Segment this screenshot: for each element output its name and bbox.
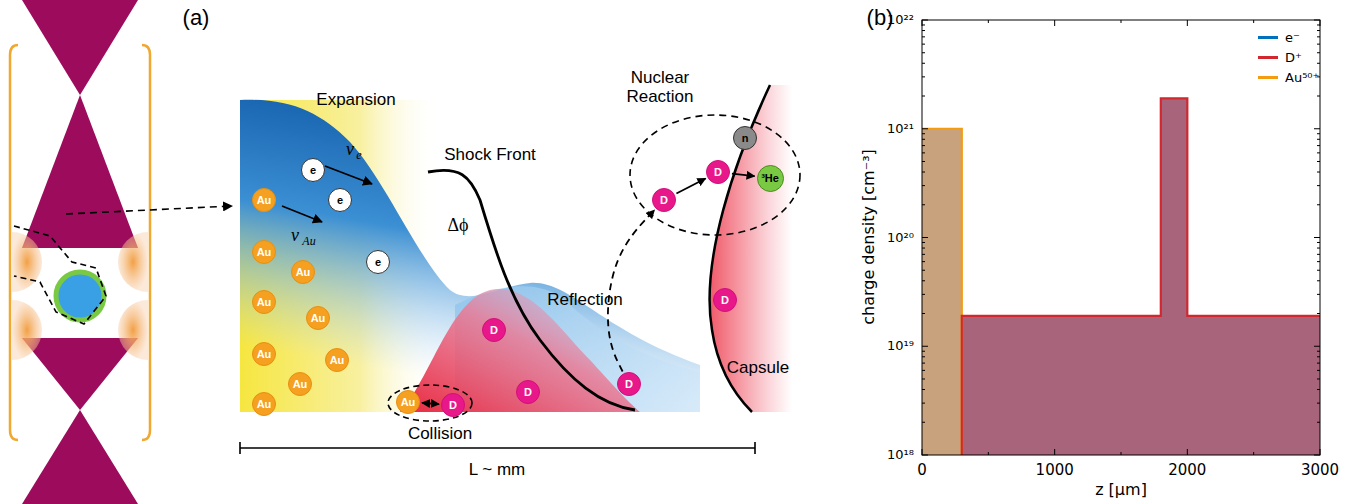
particle-label: Au <box>257 297 272 308</box>
particle-label: Au <box>311 313 326 324</box>
annotation-label: charge density [cm⁻³] <box>860 149 878 325</box>
particle-label: D <box>660 195 668 206</box>
annotation-label: Collision <box>408 425 472 444</box>
annotation-label: z [μm] <box>1095 481 1147 499</box>
particle-label: Au <box>401 397 416 408</box>
particle-label: Au <box>257 247 272 258</box>
reaction-arrow <box>676 178 705 193</box>
particle-label: D <box>721 295 729 306</box>
reaction-arrow <box>422 403 439 404</box>
particle-label: D <box>625 379 633 390</box>
annotation-label: Δϕ <box>447 216 468 236</box>
particle-circle: D <box>713 288 737 312</box>
legend-label: e⁻ <box>1285 30 1300 45</box>
annotation-label: 10¹⁸ <box>887 448 914 462</box>
particle-circle: ³He <box>757 165 784 192</box>
particle-circle: Au <box>252 342 276 366</box>
annotation-label: Nuclear Reaction <box>618 69 702 106</box>
particle-label: Au <box>293 379 308 390</box>
particle-label: e <box>375 257 381 268</box>
particle-label: D <box>714 167 722 178</box>
annotation-label: 0 <box>917 462 927 479</box>
axis-ticks <box>922 20 1320 455</box>
hohlraum-schematic <box>10 0 232 504</box>
particle-circle: Au <box>396 390 420 414</box>
d-line <box>962 98 1320 455</box>
particle-circle: D <box>617 372 641 396</box>
particle-circle: Au <box>291 260 315 284</box>
au-region <box>922 129 962 455</box>
au-line <box>922 129 962 455</box>
annotation-label: 1000 <box>1036 462 1074 479</box>
annotation-label: Capsule <box>727 359 789 378</box>
particle-circle: n <box>733 126 757 150</box>
particle-circle: e <box>301 158 325 182</box>
particle-circle: D <box>706 160 730 184</box>
legend-entry: Au⁵⁰⁺ <box>1258 70 1319 85</box>
particle-label: Au <box>296 267 311 278</box>
legend-label: Au⁵⁰⁺ <box>1285 70 1319 85</box>
plasma-illustration <box>240 85 800 454</box>
annotation-label: v <box>346 140 354 160</box>
annotation-label: 2000 <box>1168 462 1206 479</box>
particle-label: Au <box>330 355 345 366</box>
legend-swatch <box>1258 56 1278 59</box>
annotation-label: L ~ mm <box>469 461 526 480</box>
d-region <box>962 98 1320 455</box>
particle-label: Au <box>257 195 272 206</box>
legend-entry: D⁺ <box>1258 50 1302 65</box>
annotation-label: 10²⁰ <box>887 230 914 244</box>
particle-label: Au <box>257 399 272 410</box>
particle-circle: e <box>366 250 390 274</box>
particle-circle: Au <box>252 240 276 264</box>
annotation-label: Expansion <box>316 91 395 110</box>
particle-circle: D <box>652 188 676 212</box>
particle-circle: e <box>328 188 352 212</box>
reaction-arrow <box>732 174 755 177</box>
annotation-label: 3000 <box>1301 462 1339 479</box>
particle-circle: Au <box>325 348 349 372</box>
particle-label: D <box>449 400 457 411</box>
particle-label: Au <box>257 349 272 360</box>
legend-swatch <box>1258 76 1278 79</box>
particle-label: n <box>742 133 749 144</box>
annotation-label: 10²² <box>887 13 914 27</box>
particle-label: ³He <box>761 173 779 184</box>
particle-circle: Au <box>252 392 276 416</box>
particle-circle: Au <box>252 188 276 212</box>
legend-swatch <box>1258 36 1278 39</box>
particle-label: D <box>490 325 498 336</box>
annotation-label: v <box>291 226 299 246</box>
annotation-label: Au <box>302 235 315 248</box>
axes-box <box>922 20 1320 455</box>
particle-label: e <box>310 165 316 176</box>
particle-circle: D <box>441 393 465 417</box>
particle-circle: Au <box>252 290 276 314</box>
particle-circle: D <box>482 318 506 342</box>
particle-circle: Au <box>306 306 330 330</box>
particle-circle: D <box>516 380 540 404</box>
particle-label: D <box>524 387 532 398</box>
annotation-label: Reflection <box>547 291 623 310</box>
legend-entry: e⁻ <box>1258 30 1300 45</box>
annotation-label: Shock Front <box>444 146 536 165</box>
annotation-label: 10²¹ <box>887 122 914 136</box>
annotation-label: e <box>356 149 361 162</box>
annotation-label: (a) <box>183 6 210 30</box>
particle-circle: Au <box>288 372 312 396</box>
annotation-label: 10¹⁹ <box>887 339 914 353</box>
legend-label: D⁺ <box>1285 50 1302 65</box>
particle-label: e <box>337 195 343 206</box>
